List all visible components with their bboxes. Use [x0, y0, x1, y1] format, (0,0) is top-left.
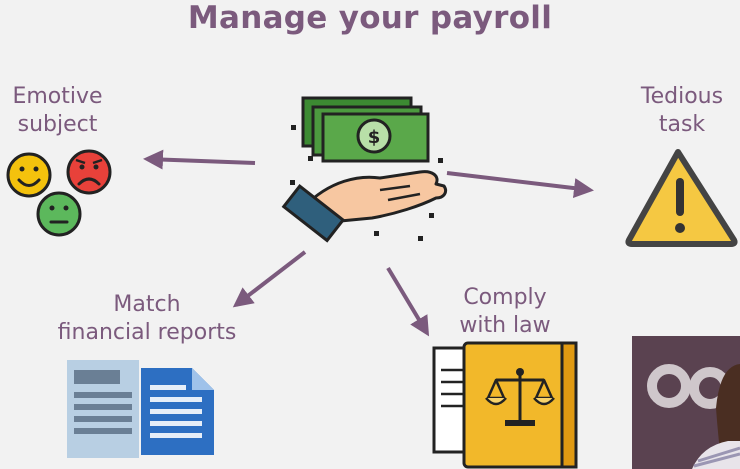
documents-icon — [67, 360, 214, 458]
warning-triangle-icon — [625, 149, 738, 247]
tedious-label-line-1: Tedious — [640, 84, 724, 109]
arrow-to-emotive — [143, 149, 256, 170]
tedious-label-line-2: task — [658, 112, 706, 137]
comply-label-line-2: with law — [459, 313, 551, 338]
emotive-label-line-2: subject — [17, 112, 98, 137]
page-title: Manage your payroll — [187, 0, 553, 36]
match-label-line-2: financial reports — [57, 320, 237, 345]
presenter-video-frame — [632, 336, 740, 469]
happy-face-icon — [6, 152, 52, 198]
neutral-face-icon — [36, 191, 82, 237]
emotive-label-line-1: Emotive — [12, 84, 103, 109]
comply-label-line-1: Comply — [463, 285, 547, 310]
arrow-to-match — [232, 250, 307, 308]
tedious-label: Tedious task — [623, 83, 740, 139]
comply-label: Comply with law — [445, 284, 565, 340]
law-book-icon — [432, 341, 578, 469]
presenter-video — [632, 336, 740, 469]
sad-face-icon — [66, 149, 112, 195]
money-hand-icon: $ — [281, 96, 448, 243]
emotive-label: Emotive subject — [0, 83, 115, 139]
emoji-faces-icon — [6, 149, 112, 237]
arrow-to-tedious — [446, 171, 594, 199]
svg-text:$: $ — [368, 127, 381, 148]
match-label: Match financial reports — [40, 291, 254, 347]
match-label-line-1: Match — [113, 292, 181, 317]
arrow-to-comply — [386, 266, 430, 337]
